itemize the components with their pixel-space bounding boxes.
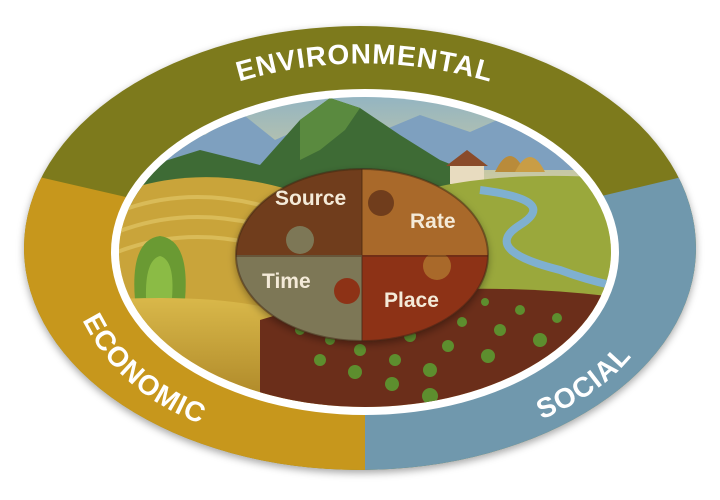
label-time: Time	[262, 270, 311, 293]
label-source: Source	[275, 187, 346, 210]
puzzle	[235, 168, 489, 342]
label-rate: Rate	[410, 210, 456, 233]
mountain-highlight	[300, 98, 360, 160]
knob-time-place	[334, 278, 360, 304]
label-place: Place	[384, 289, 439, 312]
tree	[134, 236, 186, 300]
knob-source-rate	[368, 190, 394, 216]
knob-source-time	[286, 226, 314, 254]
river	[479, 186, 611, 294]
barn	[446, 150, 545, 184]
knob-rate-place	[423, 252, 451, 280]
